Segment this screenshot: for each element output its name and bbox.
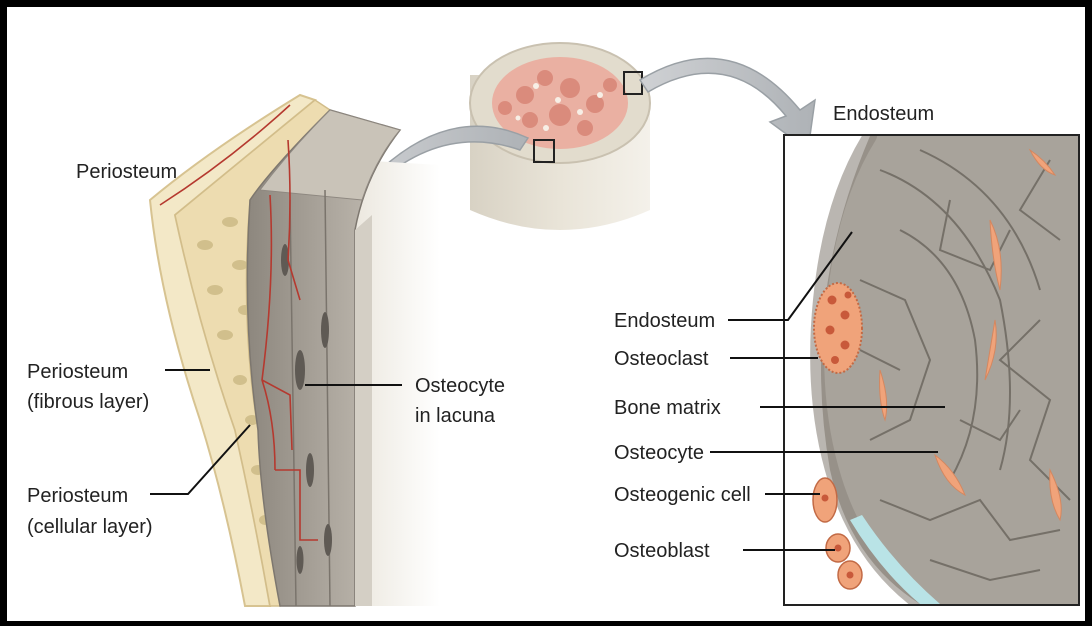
label-osteocyte-lacuna-1: Osteocyte — [415, 375, 505, 397]
label-osteoclast: Osteoclast — [614, 348, 709, 370]
osteoclast-cell — [814, 283, 862, 373]
label-osteoblast: Osteoblast — [614, 540, 710, 562]
label-periosteum-fibrous-1: Periosteum — [27, 361, 128, 383]
label-periosteum-cellular-2: (cellular layer) — [27, 516, 153, 538]
compact-bone-section — [150, 95, 440, 606]
label-endosteum: Endosteum — [614, 310, 715, 332]
endosteum-detail-panel — [784, 135, 1079, 605]
label-osteogenic-cell: Osteogenic cell — [614, 484, 751, 506]
label-osteocyte-lacuna-2: in lacuna — [415, 405, 496, 427]
label-endosteum-title: Endosteum — [833, 103, 934, 125]
label-periosteum-fibrous-2: (fibrous layer) — [27, 391, 149, 413]
label-osteocyte: Osteocyte — [614, 442, 704, 464]
label-periosteum-cellular-1: Periosteum — [27, 485, 128, 507]
label-bone-matrix: Bone matrix — [614, 397, 721, 419]
label-periosteum: Periosteum — [76, 161, 177, 183]
